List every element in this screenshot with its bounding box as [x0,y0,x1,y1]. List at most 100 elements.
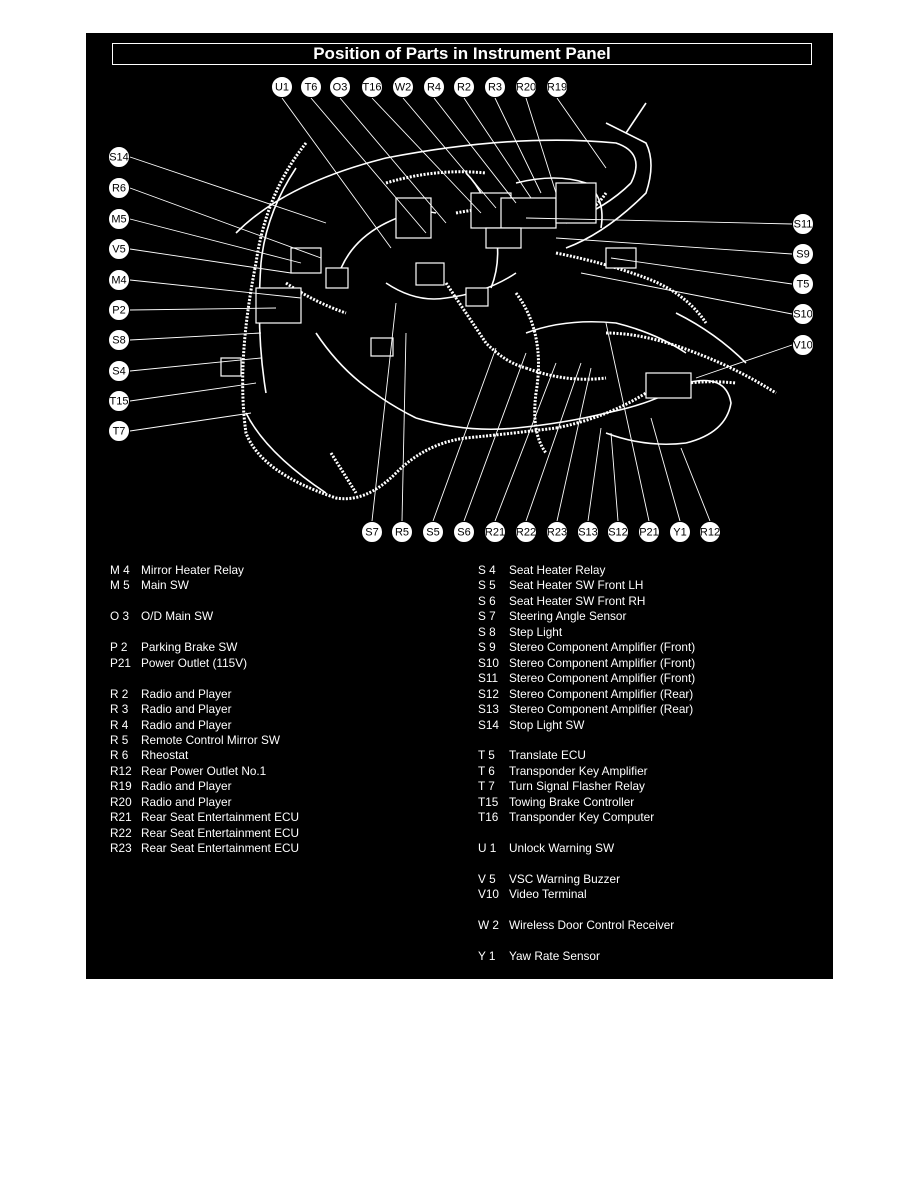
legend-code: W 2 [478,918,499,933]
legend-description: Stereo Component Amplifier (Rear) [509,686,694,701]
callout-label: V10 [793,340,813,352]
legend-code: R23 [110,841,132,856]
legend-code: R 2 [110,686,129,701]
legend-item: W 2 Wireless Door Control Receiver [478,918,674,933]
callout-circle [515,521,537,543]
legend-code: S 4 [478,563,496,577]
legend-code: P 2 [110,640,128,655]
legend-code: Y 1 [478,949,496,964]
callout-label: R3 [488,82,502,94]
leader-line [129,248,292,274]
callout-r4: R4 [423,76,445,98]
callout-s9: S9 [792,243,814,265]
callout-label: T7 [113,426,126,438]
legend-description: Seat Heater SW Front RH [509,593,646,608]
leader-line [525,362,582,522]
callout-label: S7 [365,527,378,539]
callout-w2: W2 [392,76,414,98]
leader-line [555,237,793,255]
callout-s14: S14 [108,146,130,168]
legend-description: Parking Brake SW [141,640,238,655]
callout-label: S10 [793,309,813,321]
callout-circle [108,146,130,168]
legend-description: Steering Angle Sensor [509,609,627,624]
callout-circle [108,299,130,321]
callout-circle [607,521,629,543]
callout-v5: V5 [108,238,130,260]
callout-t7: T7 [108,420,130,442]
callout-s10: S10 [792,303,814,325]
callout-label: R22 [516,527,536,539]
callout-label: R4 [427,82,441,94]
legend-description: Unlock Warning SW [509,841,615,856]
legend-code: P21 [110,655,131,670]
callout-t16: T16 [361,76,383,98]
legend-description: Stop Light SW [509,717,585,732]
callout-label: R2 [457,82,471,94]
callout-circle [669,521,691,543]
callout-v10: V10 [792,334,814,356]
legend-code: S 8 [478,624,496,639]
callout-r21: R21 [484,521,506,543]
leader-line [463,352,527,522]
callout-circle [108,177,130,199]
leader-line [556,97,607,169]
leader-line [129,156,327,224]
callout-circle [108,269,130,291]
callout-circle [792,303,814,325]
legend-description: O/D Main SW [141,609,214,624]
legend-code: R 5 [110,732,129,747]
leader-line [129,382,257,402]
legend-code: O 3 [110,609,130,624]
legend-description: Rear Power Outlet No.1 [141,763,267,778]
callout-o3: O3 [329,76,351,98]
callout-circle [546,521,568,543]
legend-code: S 5 [478,578,496,593]
legend-description: Rear Seat Entertainment ECU [141,841,300,856]
legend-code: T15 [478,794,499,809]
callout-s6: S6 [453,521,475,543]
callout-label: P2 [112,305,125,317]
callout-p2: P2 [108,299,130,321]
callout-label: V5 [112,244,125,256]
callout-circle [108,329,130,351]
callout-circle [484,521,506,543]
callout-y1: Y1 [669,521,691,543]
legend-description: Wireless Door Control Receiver [509,918,675,933]
callout-r5: R5 [391,521,413,543]
leader-line [371,97,482,214]
legend-description: Seat Heater SW Front LH [509,578,644,593]
callout-circle [108,360,130,382]
leader-line [494,97,542,194]
callout-circle [108,208,130,230]
legend-item: P 2 Parking Brake SW [110,640,237,655]
legend-code: T16 [478,810,499,825]
legend-description: Stereo Component Amplifier (Rear) [509,702,694,717]
leader-line [610,432,619,522]
callout-circle [392,76,414,98]
callout-t15: T15 [108,390,130,412]
leader-line [556,367,592,522]
callout-s8: S8 [108,329,130,351]
callout-t5: T5 [792,273,814,295]
legend-description: Stereo Component Amplifier (Front) [509,655,696,670]
callout-circle [423,76,445,98]
callout-label: W2 [395,82,412,94]
